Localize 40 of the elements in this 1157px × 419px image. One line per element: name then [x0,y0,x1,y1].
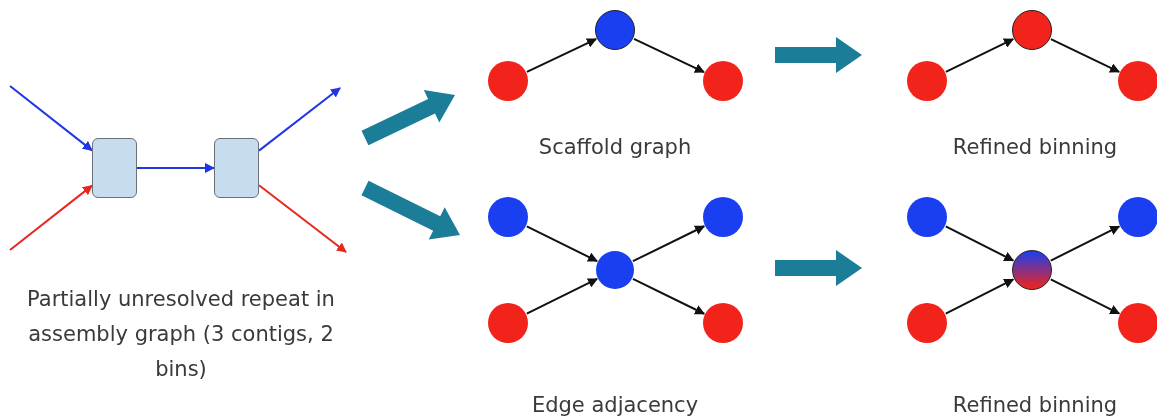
contig-node [488,197,528,237]
arrow [631,277,706,315]
arrow [258,87,341,152]
arrow [9,184,93,251]
contig-box [92,138,137,198]
contig-node [488,61,528,101]
contig-node [1012,10,1052,50]
contig-box [214,138,259,198]
arrow [136,163,215,173]
arrow [258,184,347,253]
contig-node [488,303,528,343]
contig-node [1118,197,1157,237]
panel-caption: Edge adjacency [530,392,700,419]
arrow [944,278,1015,315]
panel-caption: Partially unresolved repeat in assembly graph (3 contigs, 2 bins) [26,286,336,383]
arrow [525,38,598,73]
contig-node [703,303,743,343]
arrow [9,85,93,152]
panel-caption: Refined binning [951,392,1119,419]
contig-node [907,197,947,237]
contig-node [907,61,947,101]
arrow [1049,38,1121,73]
contig-node [907,303,947,343]
contig-node [1118,303,1157,343]
contig-node [1012,250,1052,290]
arrow [1049,225,1121,262]
arrow [944,38,1015,73]
contig-node [703,61,743,101]
arrow [1049,278,1121,315]
contig-node [703,197,743,237]
contig-node [1118,61,1157,101]
contig-node [596,251,634,289]
arrow [631,225,706,263]
panel-caption: Scaffold graph [537,134,693,161]
arrow [944,225,1015,262]
arrow [525,277,599,315]
contig-node [595,10,635,50]
arrow [633,37,705,74]
panel-caption: Refined binning [951,134,1119,161]
arrow [525,225,599,263]
